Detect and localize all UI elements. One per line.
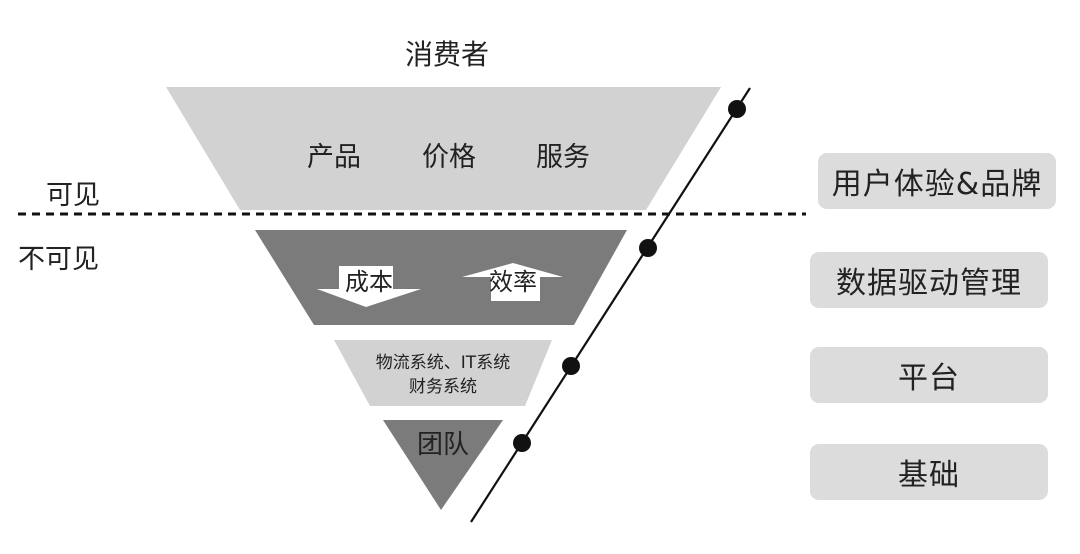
layer-3-trapezoid [334,340,552,406]
marker-dot-3 [562,357,580,375]
side-label-platform: 平台 [810,347,1048,403]
efficiency-label: 效率 [489,268,537,296]
cost-label: 成本 [345,268,393,296]
side-label-experience-brand: 用户体验&品牌 [818,153,1056,209]
down-arrow-icon [317,266,421,307]
marker-dot-1 [728,100,746,118]
visible-label: 可见 [46,180,100,211]
layer-3-line-2: 财务系统 [409,377,477,397]
layer-1-trapezoid [166,87,721,210]
marker-dot-2 [639,239,657,257]
side-label-data-management: 数据驱动管理 [810,252,1048,308]
invisible-label: 不可见 [18,244,99,275]
layer-3-line-1: 物流系统、IT系统 [376,353,510,373]
marker-dot-4 [513,434,531,452]
layer-1-word-price: 价格 [422,142,476,173]
layer-1-word-service: 服务 [536,142,590,173]
side-label-foundation: 基础 [810,444,1048,500]
team-label: 团队 [417,430,469,460]
layer-2-trapezoid [255,230,627,325]
up-arrow-icon [462,263,563,301]
layer-4-triangle [383,420,503,510]
consumer-label: 消费者 [405,38,489,71]
layer-1-word-product: 产品 [307,142,361,173]
